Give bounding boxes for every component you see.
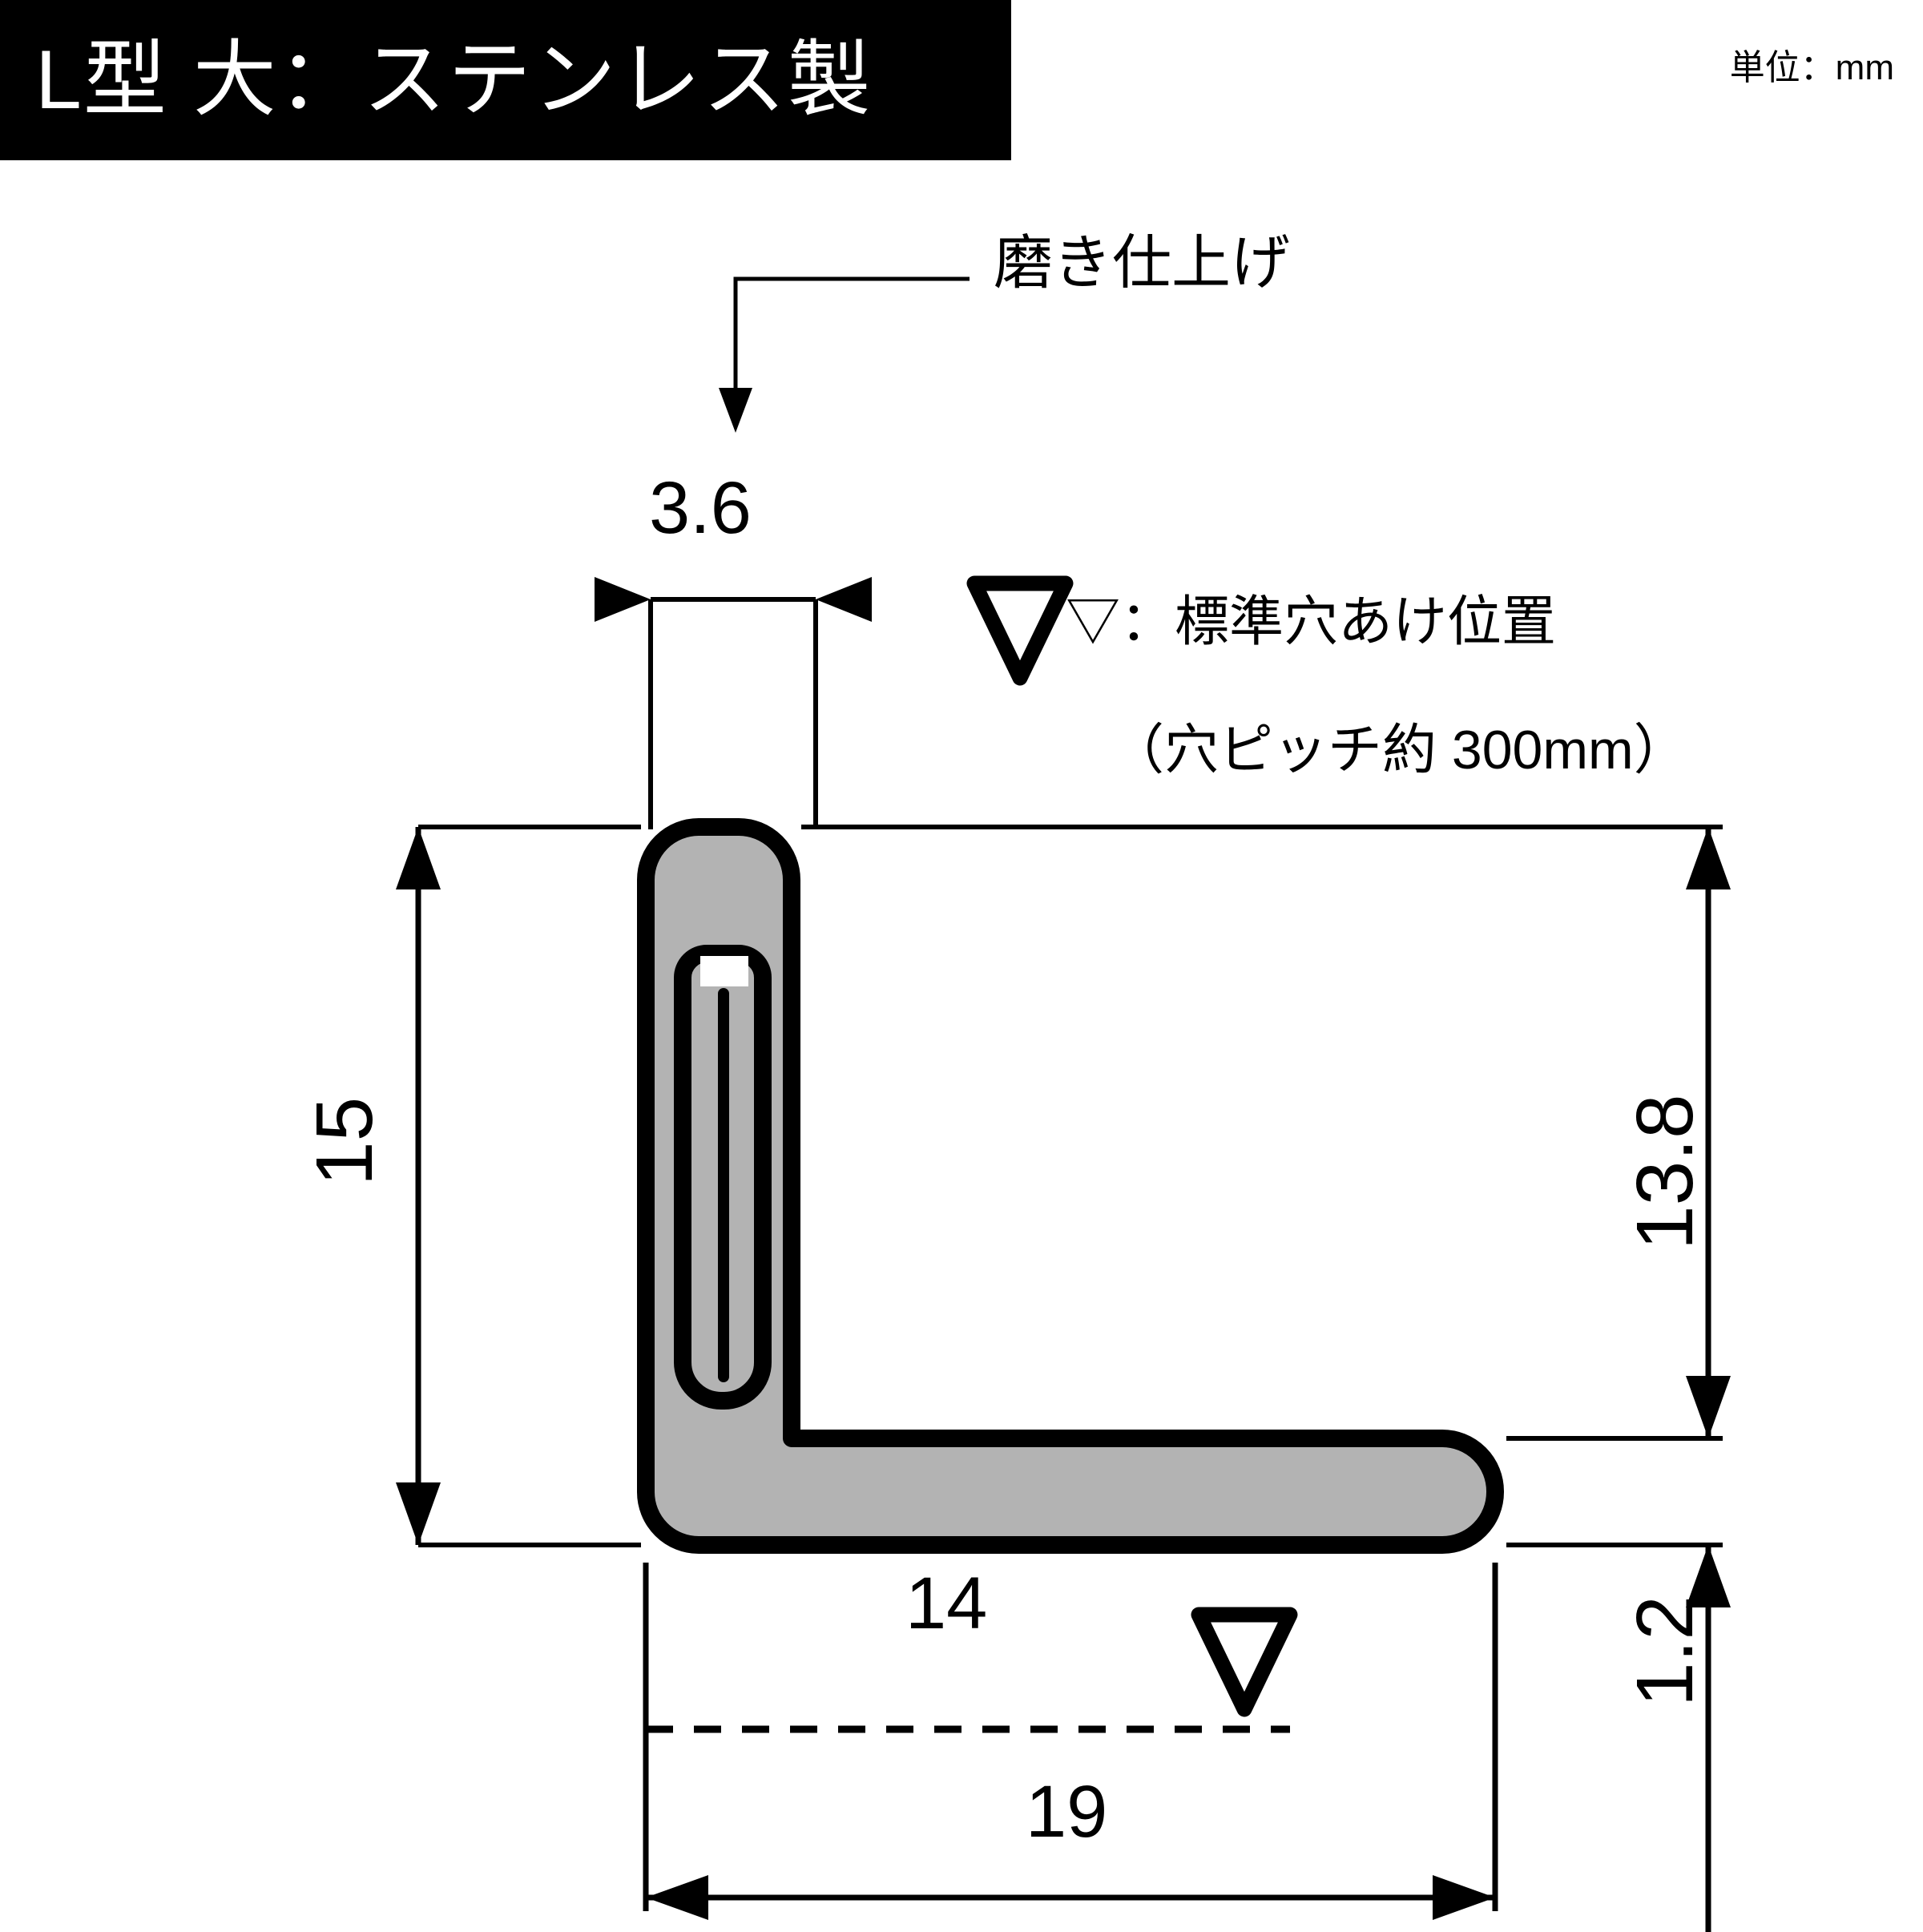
dimension-height-overall	[396, 825, 641, 1547]
dimension-thickness-top	[595, 577, 872, 829]
title-banner: L型 大：ステンレス製	[0, 0, 1011, 160]
legend-hole-position: ▽：標準穴あけ位置	[1066, 591, 1557, 652]
dimension-label-thickness-top: 3.6	[649, 467, 752, 549]
finish-callout-label: 磨き仕上げ	[994, 229, 1290, 296]
unit-note: 単位：mm	[1729, 48, 1894, 87]
dimension-thickness-base	[1506, 1543, 1731, 1932]
legend-hole-pitch: （穴ピッチ約 300mm）	[1110, 720, 1688, 780]
finish-leader-line	[719, 276, 970, 433]
page-title: L型 大：ステンレス製	[35, 34, 873, 127]
dimension-label-width-inner: 14	[905, 1563, 988, 1644]
dimension-height-inner	[801, 825, 1731, 1441]
hole-position-marker	[1191, 1607, 1298, 1717]
hole-position-marker-icon	[966, 575, 1074, 686]
dimension-label-width-overall: 19	[1026, 1771, 1108, 1853]
l-profile-section	[637, 818, 1504, 1554]
dimension-width-overall	[643, 1563, 1498, 1920]
